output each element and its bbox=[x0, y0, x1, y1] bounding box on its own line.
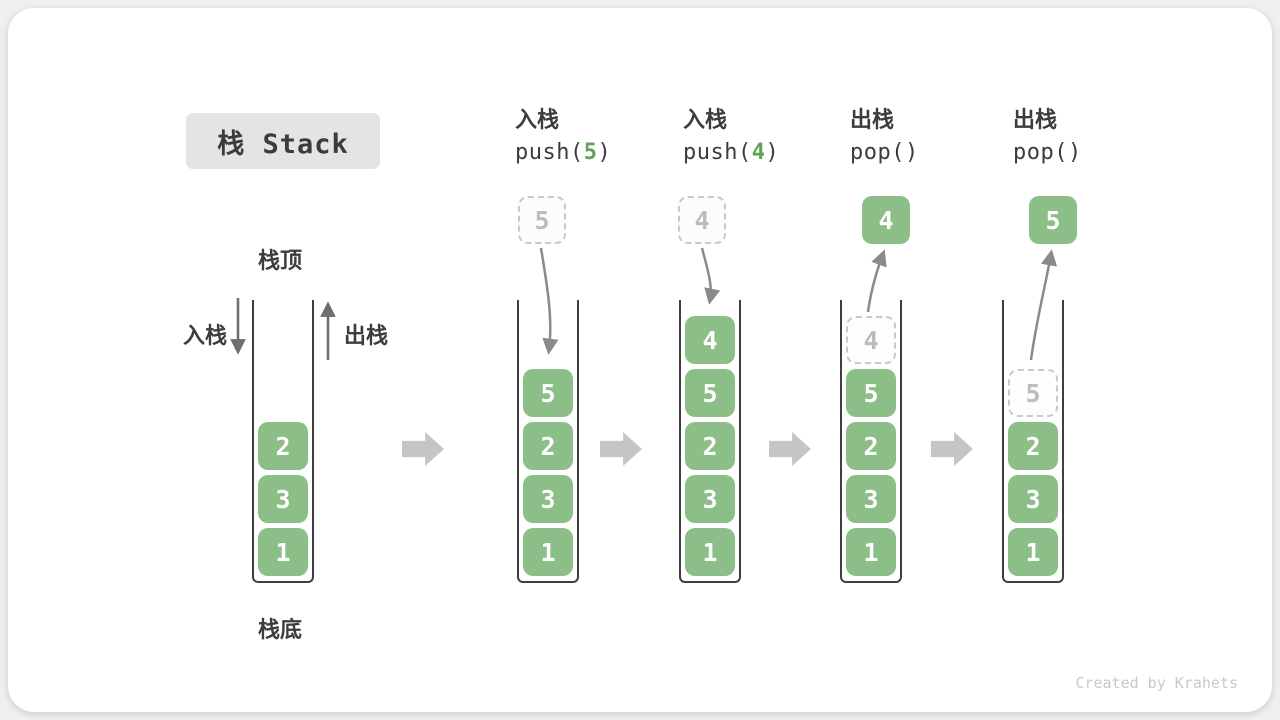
stack-bottom-label: 栈底 bbox=[258, 618, 303, 643]
floating-value-box-dashed: 4 bbox=[678, 196, 726, 244]
stack-item: 5 bbox=[846, 369, 896, 417]
operation-label-push-5: 入栈 push(5) bbox=[515, 106, 675, 170]
stack-item: 3 bbox=[523, 475, 573, 523]
credit-text: Created by Krahets bbox=[1075, 674, 1238, 692]
operation-code: push(5) bbox=[515, 140, 612, 165]
floating-value-box-popped: 4 bbox=[862, 196, 910, 244]
operation-action: 出栈 bbox=[850, 108, 895, 133]
stack-item: 1 bbox=[1008, 528, 1058, 576]
stack-top-label: 栈顶 bbox=[258, 249, 303, 274]
operation-action: 入栈 bbox=[515, 108, 560, 133]
operation-action: 出栈 bbox=[1013, 108, 1058, 133]
push-arg: 4 bbox=[751, 140, 766, 165]
operation-label-pop-1: 出栈 pop() bbox=[850, 106, 1010, 170]
stack-item: 3 bbox=[1008, 475, 1058, 523]
push-side-label: 入栈 bbox=[183, 324, 228, 349]
stack-item: 2 bbox=[1008, 422, 1058, 470]
stack-item: 1 bbox=[846, 528, 896, 576]
stack-item: 2 bbox=[258, 422, 308, 470]
stack-item-ghost: 5 bbox=[1008, 369, 1058, 417]
stack-item: 2 bbox=[523, 422, 573, 470]
stack-well-after-push-5: 5 2 3 1 bbox=[517, 300, 579, 583]
stack-item: 3 bbox=[846, 475, 896, 523]
stack-item: 5 bbox=[523, 369, 573, 417]
stack-item: 1 bbox=[258, 528, 308, 576]
stack-well-after-pop-5: 5 2 3 1 bbox=[1002, 300, 1064, 583]
stack-item: 3 bbox=[258, 475, 308, 523]
operation-code: push(4) bbox=[683, 140, 780, 165]
operation-label-push-4: 入栈 push(4) bbox=[683, 106, 843, 170]
stack-item: 3 bbox=[685, 475, 735, 523]
operation-code: pop() bbox=[850, 140, 919, 165]
operation-action: 入栈 bbox=[683, 108, 728, 133]
stack-item: 1 bbox=[685, 528, 735, 576]
diagram-title-text: 栈 Stack bbox=[217, 128, 349, 160]
stack-item-ghost: 4 bbox=[846, 316, 896, 364]
stack-well-initial: 2 3 1 bbox=[252, 300, 314, 583]
diagram-title: 栈 Stack bbox=[186, 113, 380, 169]
floating-value-box-dashed: 5 bbox=[518, 196, 566, 244]
stack-item: 2 bbox=[685, 422, 735, 470]
push-arg: 5 bbox=[583, 140, 598, 165]
stack-item: 5 bbox=[685, 369, 735, 417]
pop-side-label: 出栈 bbox=[344, 324, 389, 349]
stack-item: 4 bbox=[685, 316, 735, 364]
stack-item: 1 bbox=[523, 528, 573, 576]
stack-well-after-push-4: 4 5 2 3 1 bbox=[679, 300, 741, 583]
operation-code: pop() bbox=[1013, 140, 1082, 165]
operation-label-pop-2: 出栈 pop() bbox=[1013, 106, 1173, 170]
stack-well-after-pop-4: 4 5 2 3 1 bbox=[840, 300, 902, 583]
stack-item: 2 bbox=[846, 422, 896, 470]
floating-value-box-popped: 5 bbox=[1029, 196, 1077, 244]
